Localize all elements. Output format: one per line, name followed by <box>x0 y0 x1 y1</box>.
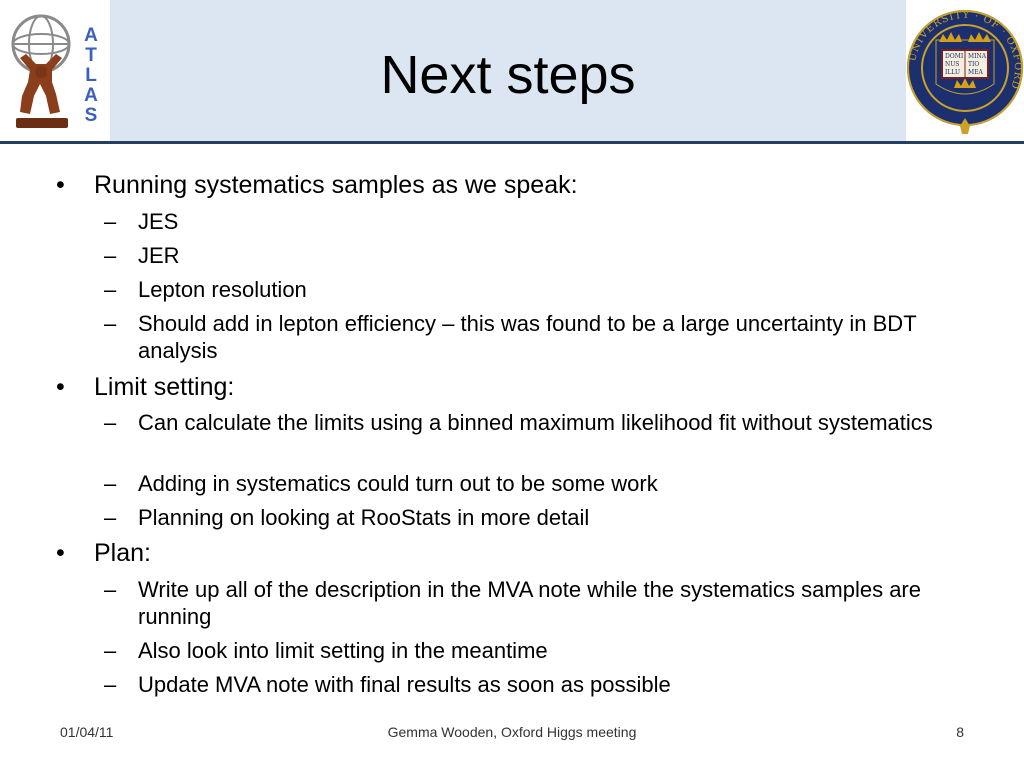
book-text: MEA <box>968 69 984 76</box>
book-text: DOMI <box>945 53 964 60</box>
dash-icon: – <box>104 471 117 496</box>
oxford-crest: UNIVERSITY · OF · OXFORD DOMI NUS ILLU M… <box>906 0 1024 141</box>
bullet-text: Limit setting: <box>94 373 235 401</box>
sub-bullet-text: Write up all of the description in the M… <box>138 577 921 629</box>
sub-bullet-text: Should add in lepton efficiency – this w… <box>138 311 917 363</box>
atlas-letter: S <box>84 105 98 126</box>
dash-icon: – <box>104 410 117 435</box>
footer-presenter: Gemma Wooden, Oxford Higgs meeting <box>387 724 637 740</box>
sub-bullet-text: Can calculate the limits using a binned … <box>138 410 933 435</box>
sub-bullet-text: Update MVA note with final results as so… <box>138 672 671 697</box>
atlas-letter: T <box>85 45 97 66</box>
atlas-logo: A T L A S <box>0 0 110 141</box>
book-text: NUS <box>945 61 959 68</box>
book-text: ILLU <box>945 69 960 76</box>
title-bar <box>0 0 1024 141</box>
sub-bullet-text: JES <box>138 209 179 234</box>
oxford-seal-icon: UNIVERSITY · OF · OXFORD DOMI NUS ILLU M… <box>907 10 1023 134</box>
bullet-dot-icon: • <box>56 171 65 199</box>
sub-bullet-text: Planning on looking at RooStats in more … <box>138 505 590 530</box>
dash-icon: – <box>104 638 117 663</box>
bullet-text: Running systematics samples as we speak: <box>94 171 578 199</box>
book-text: TIO <box>968 61 979 68</box>
sub-bullet-text: Lepton resolution <box>138 277 307 302</box>
bullet-text: Plan: <box>94 539 151 567</box>
sub-bullet-text: JER <box>138 243 180 268</box>
bullet-dot-icon: • <box>56 539 65 567</box>
dash-icon: – <box>104 505 117 530</box>
atlas-letter: A <box>84 25 98 46</box>
dash-icon: – <box>104 209 117 234</box>
slide-number: 8 <box>956 724 964 740</box>
dash-icon: – <box>104 243 117 268</box>
atlas-letter: L <box>85 65 97 86</box>
book-text: MINA <box>968 53 987 60</box>
title-divider <box>0 141 1024 144</box>
footer-date: 01/04/11 <box>60 724 114 740</box>
dash-icon: – <box>104 277 117 302</box>
crown-icon <box>939 32 991 88</box>
dash-icon: – <box>104 311 117 336</box>
atlas-figure-icon <box>11 14 71 128</box>
atlas-letter: A <box>84 85 98 106</box>
sub-bullet-text: Also look into limit setting in the mean… <box>138 638 548 663</box>
atlas-wordmark: A T L A S <box>80 26 102 126</box>
bullet-dot-icon: • <box>56 373 65 401</box>
dash-icon: – <box>104 577 117 602</box>
page-title: Next steps <box>380 45 636 105</box>
sub-bullet-text: Adding in systematics could turn out to … <box>138 471 658 496</box>
dash-icon: – <box>104 672 117 697</box>
